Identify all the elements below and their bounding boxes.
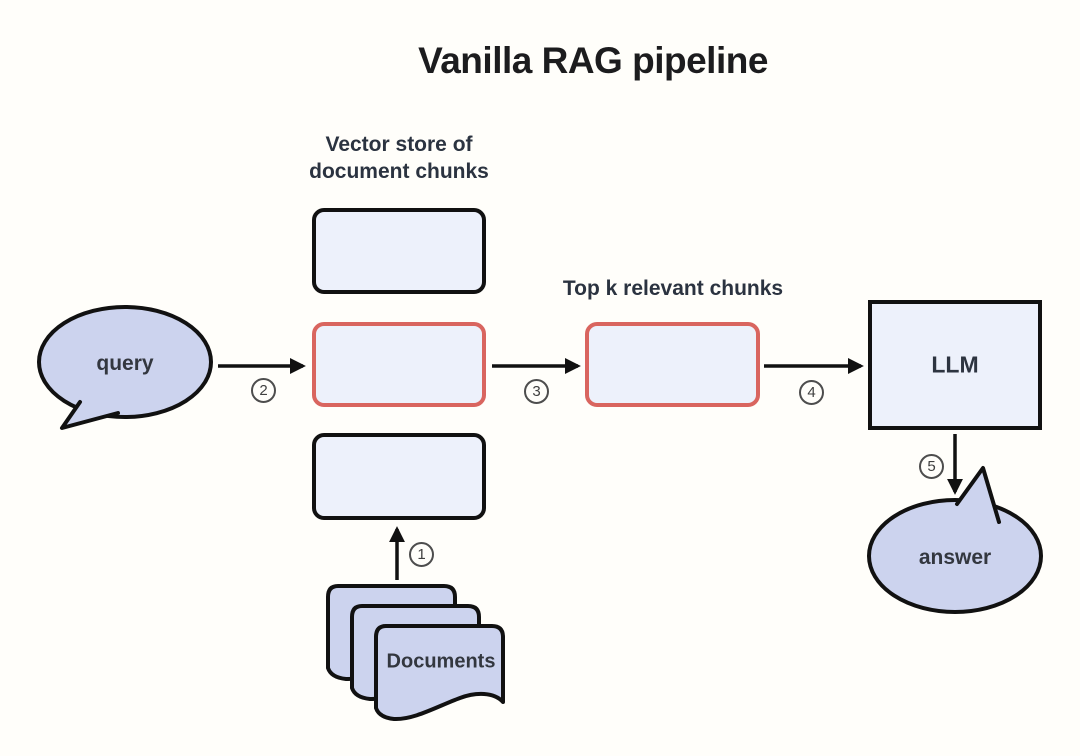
top-k-label: Top k relevant chunks (562, 277, 784, 300)
answer-bubble-tail (957, 468, 999, 522)
vector-store-label: Vector store of document chunks (309, 133, 489, 183)
query-bubble-tail-outline (60, 400, 120, 430)
llm-label: LLM (931, 351, 979, 378)
documents-label: Documents (386, 650, 496, 673)
answer-bubble (867, 466, 1043, 614)
step-badge-2: 2 (251, 378, 276, 403)
answer-label: answer (918, 546, 992, 569)
answer-bubble-body (867, 498, 1043, 614)
step-badge-3: 3 (524, 379, 549, 404)
step-badge-5: 5 (919, 454, 944, 479)
top-k-box (585, 322, 760, 407)
query-label: query (96, 352, 154, 375)
llm-box: LLM (868, 300, 1042, 430)
step-badge-1: 1 (409, 542, 434, 567)
step-badge-4: 4 (799, 380, 824, 405)
vector-store-box-bottom (312, 433, 486, 520)
diagram-title: Vanilla RAG pipeline (418, 40, 768, 81)
vector-store-box-middle-highlighted (312, 322, 486, 407)
answer-bubble-tail-outline (955, 466, 1001, 524)
query-bubble (37, 305, 213, 430)
query-bubble-body (37, 305, 213, 419)
vector-store-box-top (312, 208, 486, 294)
